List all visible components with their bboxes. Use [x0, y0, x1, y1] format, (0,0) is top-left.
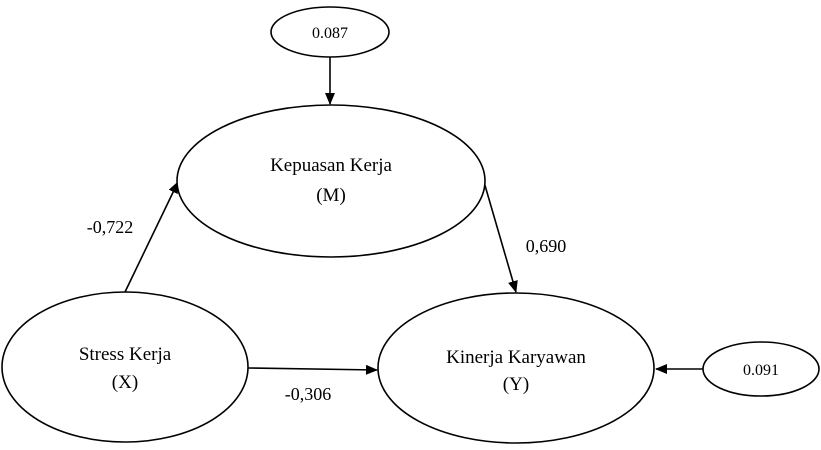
- node-mediator: Kepuasan Kerja (M): [176, 104, 486, 258]
- error-value-mediator: 0.087: [312, 25, 348, 42]
- node-dependent-name: Kinerja Karyawan: [446, 347, 586, 368]
- node-independent-symbol: (X): [112, 372, 138, 393]
- node-mediator-symbol: (M): [316, 185, 346, 206]
- arrow-x-to-m: [124, 181, 179, 293]
- coefficient-x-to-m: -0,722: [87, 217, 134, 237]
- arrow-m-to-y: [483, 181, 518, 293]
- coefficient-x-to-y: -0,306: [285, 384, 332, 404]
- node-independent: Stress Kerja (X): [1, 291, 249, 443]
- node-independent-name: Stress Kerja: [79, 344, 172, 365]
- error-value-dependent: 0.091: [743, 362, 779, 379]
- node-dependent-symbol: (Y): [503, 374, 529, 395]
- node-dependent: Kinerja Karyawan (Y): [377, 292, 655, 444]
- node-mediator-name: Kepuasan Kerja: [270, 155, 392, 176]
- error-term-dependent: 0.091: [702, 341, 820, 397]
- coefficient-m-to-y: 0,690: [526, 236, 567, 256]
- error-term-mediator: 0.087: [270, 6, 390, 58]
- arrow-x-to-y: [247, 364, 378, 375]
